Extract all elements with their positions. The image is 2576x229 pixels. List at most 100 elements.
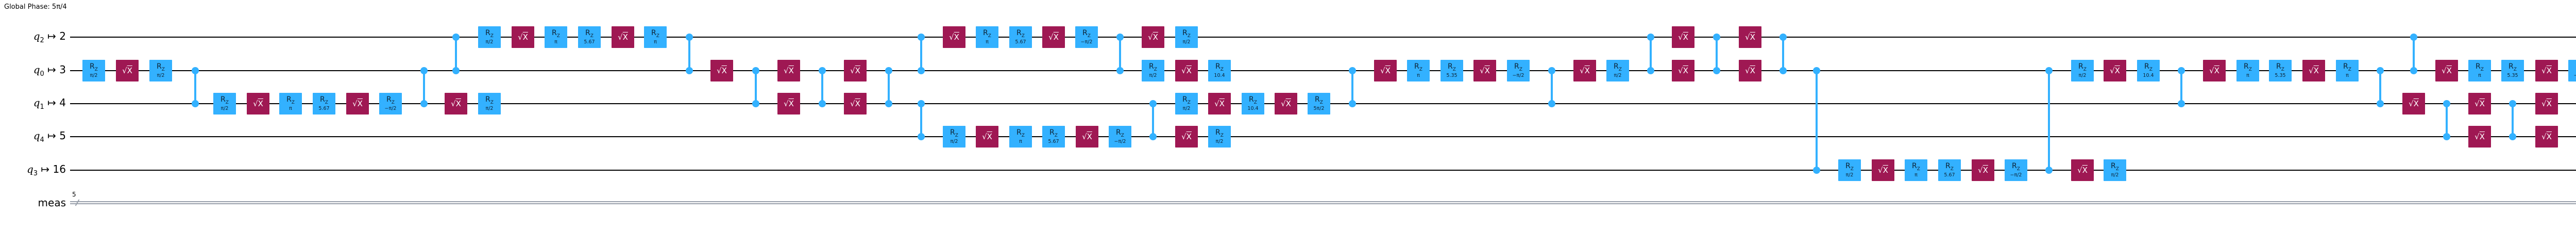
sx-gate: √X (1739, 26, 1761, 48)
cz-control-dot (452, 67, 460, 74)
cz-connector (920, 104, 922, 137)
cz-control-dot (1780, 67, 1787, 74)
cz-control-dot (420, 67, 428, 74)
sx-gate: √X (2535, 60, 2558, 81)
cz-connector (1152, 104, 1154, 137)
sx-gate: √X (247, 93, 269, 114)
sx-gate: √X (1672, 60, 1694, 81)
rz-gate: RZ−π/2 (1075, 26, 1098, 48)
wire-label-meas: meas (38, 197, 66, 209)
cz-control-dot (918, 34, 925, 41)
cz-control-dot (819, 67, 826, 74)
wire-label-q3: q3 ↦ 16 (26, 163, 66, 177)
cz-control-dot (819, 100, 826, 107)
sx-gate: √X (2104, 60, 2126, 81)
sx-gate: √X (844, 60, 867, 81)
cz-control-dot (452, 34, 460, 41)
sx-gate: √X (1175, 60, 1198, 81)
rz-gate: RZ−π/2 (379, 93, 402, 114)
cz-control-dot (192, 67, 199, 74)
sx-gate: √X (2468, 126, 2491, 148)
sx-gate: √X (2468, 93, 2491, 114)
wire-label-q4: q4 ↦ 5 (33, 129, 66, 144)
sx-gate: √X (445, 93, 467, 114)
sx-gate: √X (1076, 126, 1098, 148)
cz-connector (2413, 37, 2415, 71)
cz-control-dot (1116, 67, 1124, 74)
cz-control-dot (2443, 100, 2450, 107)
cz-control-dot (752, 67, 759, 74)
sx-gate: √X (2071, 159, 2094, 181)
sx-gate: √X (777, 93, 800, 114)
cz-control-dot (2410, 34, 2417, 41)
cz-connector (688, 37, 690, 71)
cz-connector (1119, 37, 1121, 71)
cz-connector (1782, 37, 1784, 71)
sx-gate: √X (2402, 93, 2425, 114)
cz-control-dot (885, 100, 892, 107)
sx-gate: √X (2535, 93, 2558, 114)
cz-control-dot (1647, 34, 1654, 41)
cz-control-dot (1813, 67, 1820, 74)
sx-gate: √X (1042, 26, 1065, 48)
sx-gate: √X (777, 60, 800, 81)
sx-gate: √X (512, 26, 534, 48)
wire-label-q1: q1 ↦ 4 (33, 96, 66, 111)
sx-gate: √X (1175, 126, 1198, 148)
sx-gate: √X (116, 60, 139, 81)
cz-control-dot (2443, 133, 2450, 140)
qubit-wire-q3 (70, 170, 2576, 171)
cz-control-dot (686, 34, 693, 41)
cz-control-dot (1149, 133, 1157, 140)
sx-gate: √X (1142, 26, 1164, 48)
cz-connector (821, 71, 823, 104)
cz-control-dot (420, 100, 428, 107)
rz-gate: RZ−π/2 (2568, 60, 2576, 81)
cz-connector (1816, 71, 1818, 170)
sx-gate: √X (1573, 60, 1596, 81)
qubit-wire-q2 (70, 37, 2576, 38)
cz-connector (920, 37, 922, 71)
cz-control-dot (2178, 67, 2185, 74)
sx-gate: √X (2435, 60, 2458, 81)
cz-control-dot (1548, 67, 1555, 74)
sx-gate: √X (612, 26, 634, 48)
cz-control-dot (192, 100, 199, 107)
cz-connector (455, 37, 457, 71)
sx-gate: √X (2203, 60, 2226, 81)
cz-control-dot (2045, 67, 2053, 74)
cz-connector (2446, 104, 2448, 137)
cz-control-dot (885, 67, 892, 74)
classical-bus-width: 5 (72, 191, 76, 198)
cz-connector (2048, 71, 2050, 170)
cz-control-dot (1548, 100, 1555, 107)
rz-gate: RZ−π/2 (2005, 159, 2027, 181)
cz-control-dot (2377, 67, 2384, 74)
cz-control-dot (918, 67, 925, 74)
cz-control-dot (1713, 34, 1720, 41)
